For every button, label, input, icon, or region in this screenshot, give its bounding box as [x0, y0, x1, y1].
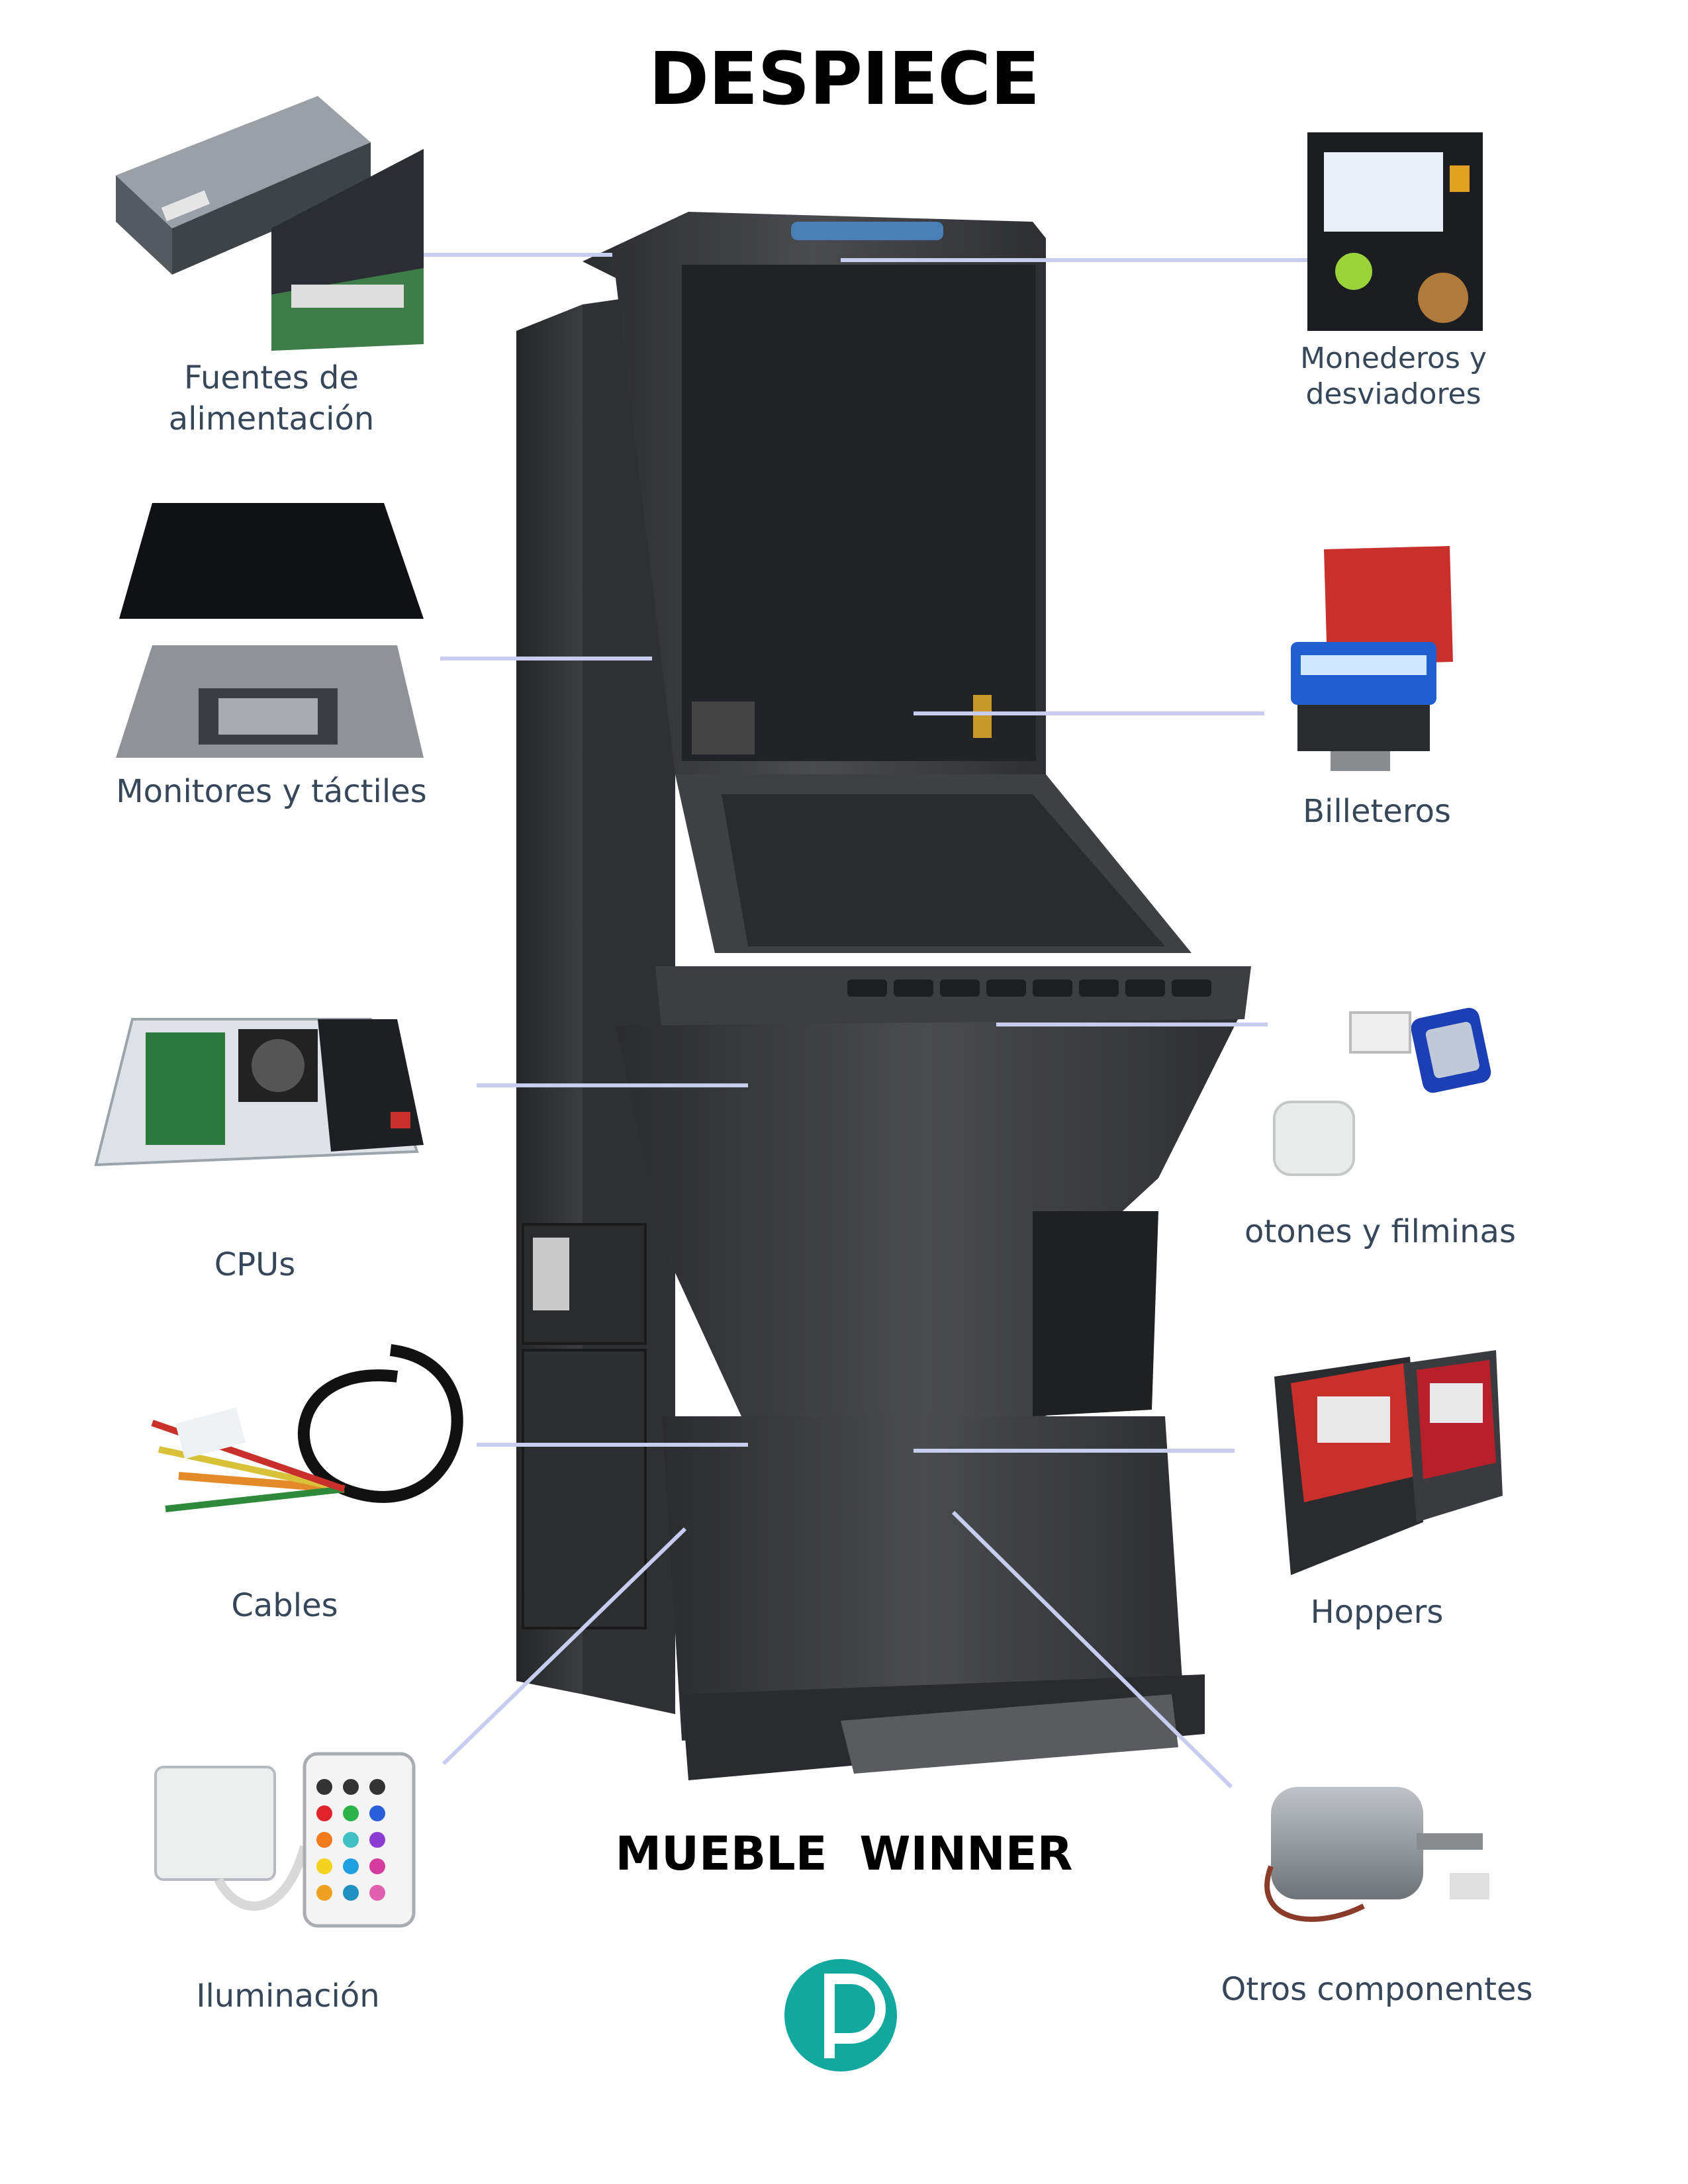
footrest: [841, 1694, 1178, 1774]
label-monederos-line1: Monederos y: [1300, 341, 1487, 375]
card-slot: [692, 702, 755, 754]
label-fuentes-line1: Fuentes de: [184, 359, 359, 396]
bill-validator-icon: [1291, 546, 1453, 771]
cpu-icon: [94, 1018, 424, 1167]
label-cpus: CPUs: [214, 1246, 296, 1283]
label-otros: Otros componentes: [1221, 1971, 1533, 2008]
p-logo-icon: [784, 1959, 897, 2071]
label-botones: otones y filminas: [1244, 1213, 1516, 1250]
hopper-icon: [1274, 1350, 1503, 1575]
label-monederos: Monederos y desviadores: [1251, 341, 1536, 412]
button-row: [847, 979, 1211, 997]
slot-cabinet: [516, 212, 1251, 1780]
motor-icon: [1264, 1787, 1489, 1922]
lighting-controller-icon: [154, 1752, 416, 1928]
cabinet-side-panel: [516, 304, 583, 1694]
power-supply-icon: [116, 96, 424, 351]
bill-slot: [973, 695, 992, 738]
button-icon: [1273, 1007, 1491, 1176]
diagram-title: DESPIECE: [648, 36, 1040, 121]
bottom-monitor: [722, 794, 1165, 946]
brand-strip: [791, 222, 943, 240]
coin-mech-icon: [1307, 132, 1483, 331]
cabinet-belly: [616, 1019, 1238, 1416]
coin-tray: [1033, 1211, 1158, 1416]
label-monitores: Monitores y táctiles: [116, 773, 427, 810]
label-fuentes-line2: alimentación: [168, 400, 375, 437]
top-monitor: [682, 265, 1036, 761]
monitor-icon: [116, 503, 424, 758]
cable-icon: [151, 1344, 463, 1512]
cabinet-model-title: MUEBLE WINNER: [615, 1827, 1073, 1881]
cabinet-base: [662, 1416, 1185, 1741]
label-iluminacion: Iluminación: [196, 1978, 380, 2015]
label-billeteros: Billeteros: [1303, 793, 1451, 830]
label-monederos-line2: desviadores: [1305, 377, 1481, 411]
label-hoppers: Hoppers: [1310, 1594, 1444, 1631]
label-fuentes: Fuentes de alimentación: [119, 357, 424, 439]
label-cables: Cables: [231, 1587, 338, 1624]
